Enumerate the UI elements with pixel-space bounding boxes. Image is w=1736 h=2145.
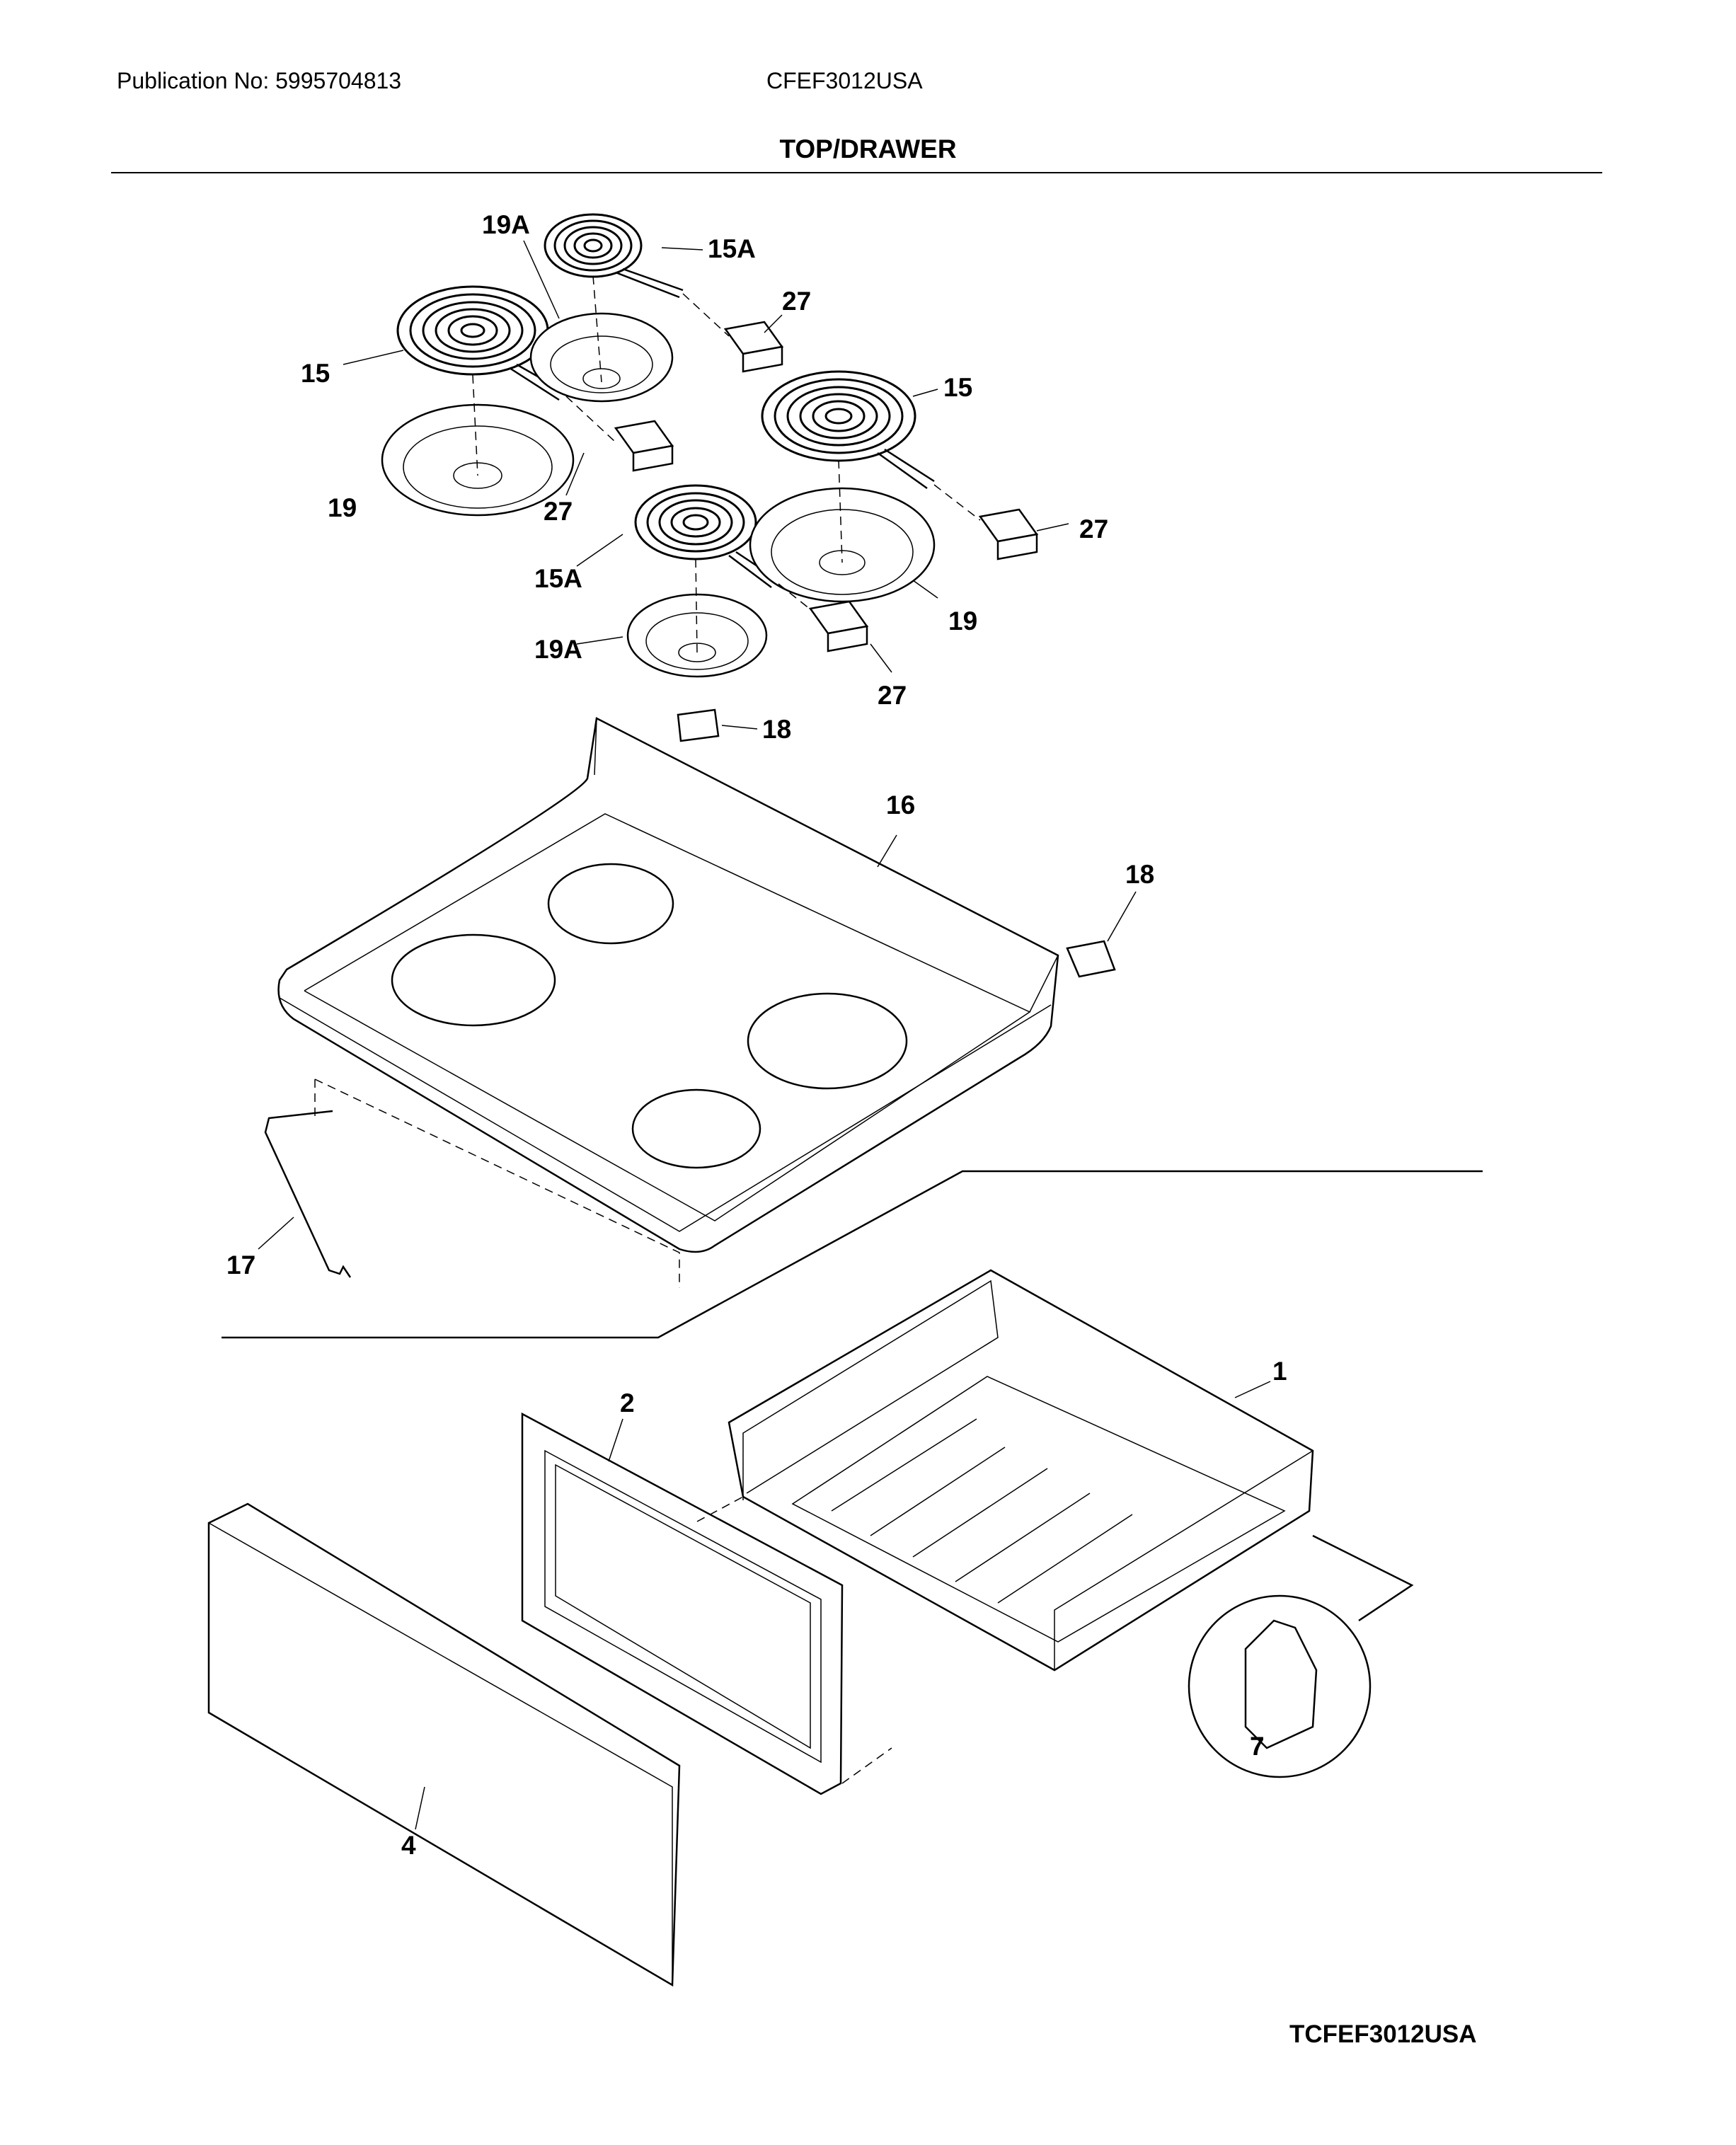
callout-15a-bottom: 15A bbox=[534, 564, 582, 593]
callout-2: 2 bbox=[620, 1388, 635, 1417]
callout-27-b: 27 bbox=[544, 497, 573, 526]
callout-27-c: 27 bbox=[1079, 514, 1108, 544]
surface-element-15-right[interactable] bbox=[761, 370, 935, 490]
receptacle-27-d[interactable] bbox=[808, 600, 869, 652]
callout-27-d: 27 bbox=[878, 681, 907, 710]
drawer-glide-7-detail[interactable] bbox=[1188, 1534, 1414, 1778]
callout-16: 16 bbox=[886, 790, 915, 820]
receptacle-27-b[interactable] bbox=[614, 420, 674, 472]
callout-7: 7 bbox=[1250, 1732, 1265, 1761]
leader-lines bbox=[258, 240, 1271, 1830]
bracket-18-top[interactable] bbox=[677, 708, 720, 742]
callout-1: 1 bbox=[1272, 1357, 1287, 1386]
callout-17: 17 bbox=[226, 1250, 255, 1279]
callout-15-right: 15 bbox=[943, 373, 972, 402]
callout-4: 4 bbox=[401, 1831, 416, 1860]
model-number: CFEF3012USA bbox=[766, 68, 923, 93]
bracket-18-right[interactable] bbox=[1066, 940, 1116, 978]
drawer-frame-2[interactable] bbox=[521, 1412, 844, 1795]
callout-15-left: 15 bbox=[301, 359, 330, 388]
receptacle-27-c[interactable] bbox=[978, 508, 1039, 560]
callout-27-a: 27 bbox=[782, 287, 811, 316]
callout-19a-top: 19A bbox=[482, 210, 530, 239]
drawer-front-4[interactable] bbox=[207, 1502, 681, 1987]
receptacle-27-a[interactable] bbox=[723, 321, 784, 373]
section-divider bbox=[222, 1170, 1483, 1339]
surface-element-15a-top[interactable] bbox=[544, 213, 684, 299]
drawer-body-1[interactable] bbox=[728, 1269, 1314, 1672]
callout-15a-top: 15A bbox=[708, 234, 756, 263]
callout-19-right: 19 bbox=[948, 606, 977, 636]
main-top-16[interactable] bbox=[277, 717, 1059, 1253]
drip-bowl-19a-top[interactable] bbox=[529, 312, 674, 403]
callout-18-top: 18 bbox=[762, 715, 791, 744]
header-rule bbox=[111, 172, 1602, 173]
rod-17[interactable] bbox=[264, 1079, 680, 1288]
diagram-id: TCFEF3012USA bbox=[1289, 2020, 1477, 2048]
callout-18-right: 18 bbox=[1125, 860, 1154, 889]
callout-19-left: 19 bbox=[328, 493, 357, 522]
drip-bowl-19-right[interactable] bbox=[749, 487, 936, 603]
section-title: TOP/DRAWER bbox=[779, 134, 957, 163]
callout-19a-bottom: 19A bbox=[534, 635, 582, 664]
drip-bowl-19-left[interactable] bbox=[381, 403, 575, 517]
publication-number: Publication No: 5995704813 bbox=[117, 68, 402, 93]
